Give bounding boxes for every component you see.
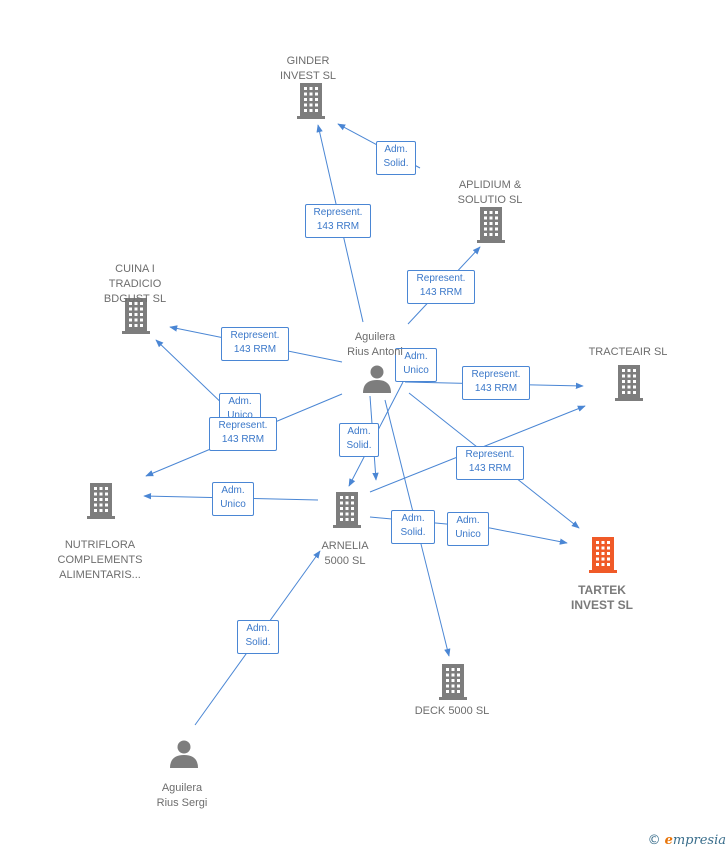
edge-label[interactable]: Represent. 143 RRM — [407, 270, 475, 304]
edge-label[interactable]: Adm. Solid. — [376, 141, 416, 175]
building-icon[interactable] — [477, 207, 505, 243]
building-icon[interactable] — [87, 483, 115, 519]
edge-label[interactable]: Represent. 143 RRM — [462, 366, 530, 400]
edge-line — [489, 527, 568, 545]
building-icon[interactable] — [615, 365, 643, 401]
building-icon[interactable] — [589, 537, 617, 573]
building-icon[interactable] — [439, 664, 467, 700]
empresia-logo[interactable]: ©empresia — [647, 833, 726, 848]
node-label-sergi[interactable]: Aguilera Rius Sergi — [156, 782, 208, 809]
node-label-antoni[interactable]: Aguilera Rius Antoni — [347, 331, 403, 358]
edge-label[interactable]: Adm. Solid. — [339, 423, 379, 457]
edge-label[interactable]: Represent. 143 RRM — [456, 446, 524, 480]
node-label-tartek[interactable]: TARTEK INVEST SL — [570, 583, 634, 612]
edge-label[interactable]: Adm. Unico — [447, 512, 489, 546]
node-label-deck[interactable]: DECK 5000 SL — [414, 705, 490, 717]
edge-label[interactable]: Adm. Solid. — [391, 510, 435, 544]
node-label-tracteair[interactable]: TRACTEAIR SL — [588, 346, 668, 358]
edge-label[interactable]: Represent. 143 RRM — [221, 327, 289, 361]
edge-label[interactable]: Represent. 143 RRM — [209, 417, 277, 451]
person-icon[interactable] — [170, 740, 198, 769]
edge-label[interactable]: Adm. Solid. — [237, 620, 279, 654]
copyright-icon: © — [647, 833, 661, 848]
node-label-cuina[interactable]: CUINA I TRADICIO BDGUST SL — [103, 263, 167, 305]
edge-label[interactable]: Represent. 143 RRM — [305, 204, 371, 238]
node-label-aplidium[interactable]: APLIDIUM & SOLUTIO SL — [457, 179, 523, 206]
building-icon[interactable] — [333, 492, 361, 528]
node-label-ginder[interactable]: GINDER INVEST SL — [279, 55, 337, 82]
node-label-arnelia[interactable]: ARNELIA 5000 SL — [321, 540, 369, 567]
building-icon[interactable] — [297, 83, 325, 119]
building-icon[interactable] — [122, 298, 150, 334]
edge-label[interactable]: Adm. Unico — [395, 348, 437, 382]
person-icon[interactable] — [363, 365, 391, 394]
edge-label[interactable]: Adm. Unico — [212, 482, 254, 516]
node-label-nutriflora[interactable]: NUTRIFLORA COMPLEMENTS ALIMENTARIS... — [57, 539, 143, 581]
